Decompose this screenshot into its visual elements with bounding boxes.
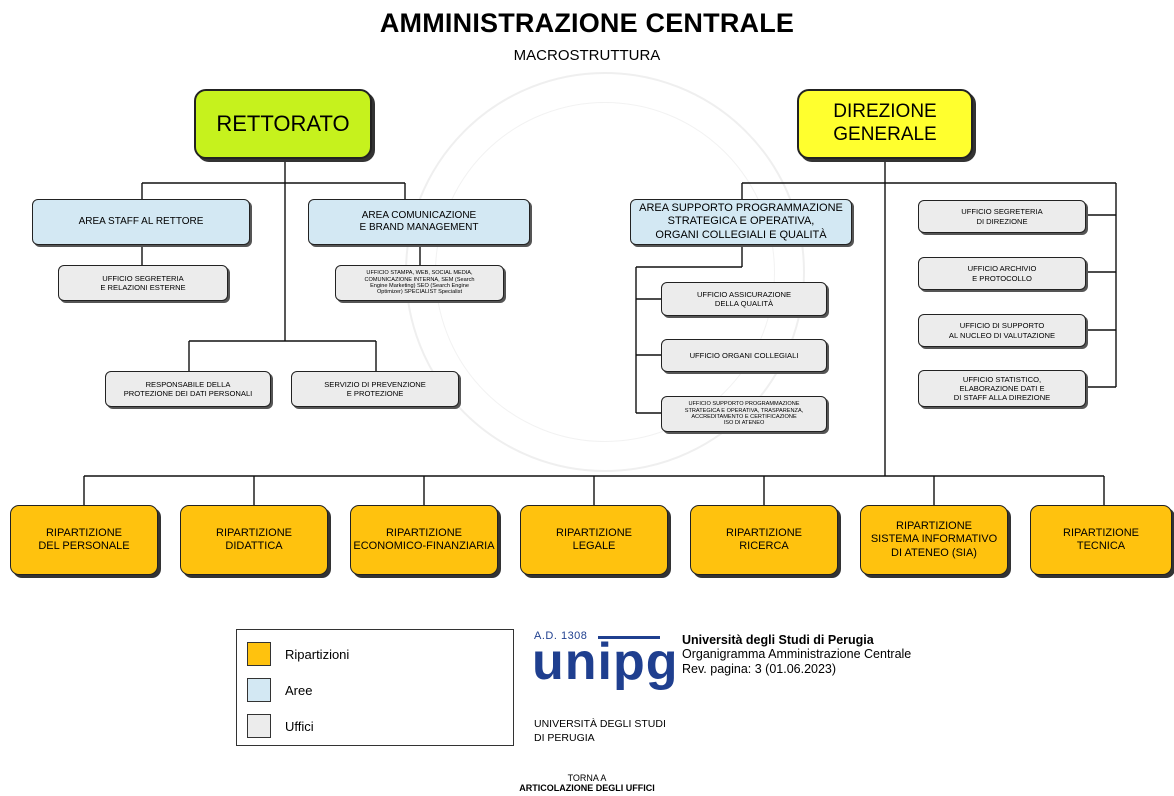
ufficio-assicurazione-qualita[interactable]: UFFICIO ASSICURAZIONE DELLA QUALITÀ [661, 282, 827, 316]
legend-swatch-ripartizioni [247, 642, 271, 666]
page-title: AMMINISTRAZIONE CENTRALE [379, 8, 795, 38]
area-comunicazione-brand[interactable]: AREA COMUNICAZIONE E BRAND MANAGEMENT [308, 199, 530, 245]
area-supporto-programmazione[interactable]: AREA SUPPORTO PROGRAMMAZIONE STRATEGICA … [630, 199, 852, 245]
page-subtitle: MACROSTRUTTURA [513, 47, 661, 64]
ripartizione-personale[interactable]: RIPARTIZIONE DEL PERSONALE [10, 505, 158, 575]
ripartizione-economico-finanziaria[interactable]: RIPARTIZIONE ECONOMICO-FINANZIARIA [350, 505, 498, 575]
university-name: Università degli Studi di Perugia [682, 633, 874, 647]
revision-info: Rev. pagina: 3 (01.06.2023) [682, 661, 837, 676]
ufficio-organi-collegiali[interactable]: UFFICIO ORGANI COLLEGIALI [661, 339, 827, 372]
ripartizione-ricerca[interactable]: RIPARTIZIONE RICERCA [690, 505, 838, 575]
logo-year: A.D. 1308 [534, 630, 588, 642]
area-staff-rettore[interactable]: AREA STAFF AL RETTORE [32, 199, 250, 245]
ufficio-segreteria-direzione[interactable]: UFFICIO SEGRETERIA DI DIREZIONE [918, 200, 1086, 233]
ripartizione-didattica[interactable]: RIPARTIZIONE DIDATTICA [180, 505, 328, 575]
legend-label: Aree [285, 682, 313, 698]
logo-rule [598, 636, 660, 639]
back-link-line2[interactable]: ARTICOLAZIONE DEGLI UFFICI [519, 782, 655, 793]
servizio-prevenzione-protezione[interactable]: SERVIZIO DI PREVENZIONE E PROTEZIONE [291, 371, 459, 407]
legend-swatch-uffici [247, 714, 271, 738]
ufficio-stampa-web-social[interactable]: UFFICIO STAMPA, WEB, SOCIAL MEDIA, COMUN… [335, 265, 504, 301]
responsabile-protezione-dati[interactable]: RESPONSABILE DELLA PROTEZIONE DEI DATI P… [105, 371, 271, 407]
back-link-line1: TORNA A [567, 773, 607, 783]
logo-university-name: UNIVERSITÀ DEGLI STUDI DI PERUGIA [534, 718, 666, 745]
unipg-logo: unipg [532, 633, 679, 691]
back-link[interactable]: TORNA A ARTICOLAZIONE DEGLI UFFICI [0, 773, 1174, 794]
direzione-generale-box[interactable]: DIREZIONE GENERALE [797, 89, 973, 159]
legend-label: Uffici [285, 718, 314, 734]
ripartizione-tecnica[interactable]: RIPARTIZIONE TECNICA [1030, 505, 1172, 575]
document-info: Università degli Studi di Perugia Organi… [682, 633, 911, 676]
legend-swatch-aree [247, 678, 271, 702]
legend-row-uffici: Uffici [247, 714, 314, 738]
ufficio-supporto-nucleo-valutazione[interactable]: UFFICIO DI SUPPORTO AL NUCLEO DI VALUTAZ… [918, 314, 1086, 347]
legend-label: Ripartizioni [285, 646, 350, 662]
rettorato-box[interactable]: RETTORATO [194, 89, 372, 159]
ufficio-statistico[interactable]: UFFICIO STATISTICO, ELABORAZIONE DATI E … [918, 370, 1086, 407]
legend-row-aree: Aree [247, 678, 312, 702]
ripartizione-sistema-informativo[interactable]: RIPARTIZIONE SISTEMA INFORMATIVO DI ATEN… [860, 505, 1008, 575]
legend-row-ripartizioni: Ripartizioni [247, 642, 349, 666]
document-name: Organigramma Amministrazione Centrale [682, 647, 912, 662]
ufficio-archivio-protocollo[interactable]: UFFICIO ARCHIVIO E PROTOCOLLO [918, 257, 1086, 290]
ufficio-segreteria-relazioni-esterne[interactable]: UFFICIO SEGRETERIA E RELAZIONI ESTERNE [58, 265, 228, 301]
legend: Ripartizioni Aree Uffici [236, 629, 514, 746]
ufficio-supporto-programmazione[interactable]: UFFICIO SUPPORTO PROGRAMMAZIONE STRATEGI… [661, 396, 827, 432]
ripartizione-legale[interactable]: RIPARTIZIONE LEGALE [520, 505, 668, 575]
